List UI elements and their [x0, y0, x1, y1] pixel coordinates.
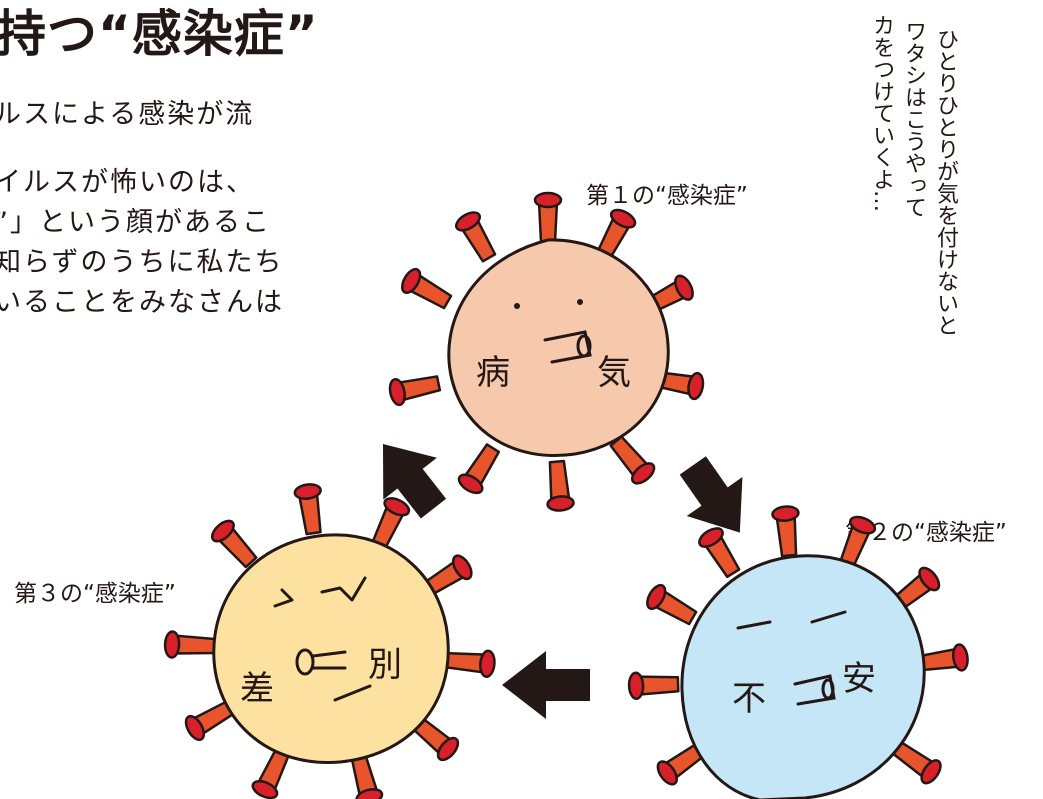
body-text-line-3: ”」という顔があるこ — [0, 207, 271, 238]
discrimination-face-char-left: 差 — [240, 669, 274, 709]
anxiety-face-char-right: 安 — [842, 659, 876, 699]
discrimination-mouth — [295, 648, 372, 702]
body-text-line-5: いることをみなさんは — [0, 287, 284, 318]
body-text-line-2: イルスが怖いのは、 — [0, 167, 255, 198]
discrimination-face-char-right: 別 — [368, 645, 402, 685]
arrow-to-anxiety — [679, 456, 743, 533]
arrow-to-illness — [382, 444, 447, 519]
handwritten-column-1: ひとりひとりが気を付けないと — [933, 28, 958, 336]
illness-virus: 病 気 — [386, 191, 707, 513]
first-infection-label: 第１の“感染症” — [586, 183, 748, 209]
illness-face-char-right: 気 — [597, 353, 631, 393]
body-text-line-4: 知らずのうちに私たち — [0, 247, 284, 278]
illness-eye-right — [577, 299, 583, 305]
anxiety-mouth — [793, 674, 836, 706]
discrimination-eyes — [273, 576, 367, 608]
discrimination-virus-body — [212, 533, 450, 765]
anxiety-virus-body — [680, 554, 926, 799]
illness-mouth — [543, 330, 592, 364]
anxiety-eye-right — [810, 610, 847, 624]
page-title: 持つ“感染症” — [0, 5, 319, 63]
anxiety-eye-left — [736, 620, 772, 630]
illness-virus-body — [447, 238, 670, 457]
anxiety-virus: 不 安 — [627, 504, 971, 799]
anxiety-face-char-left: 不 — [732, 679, 766, 719]
illness-eye-left — [514, 303, 520, 309]
third-infection-label: 第３の“感染症” — [14, 581, 176, 607]
illness-face-char-left: 病 — [476, 353, 510, 393]
handwritten-column-2: ワタシはこうやって — [901, 20, 926, 218]
discrimination-virus: 差 別 — [163, 481, 497, 799]
arrow-to-discrimination — [502, 651, 590, 719]
body-text-line-1: ルスによる感染が流 — [0, 99, 255, 130]
handwritten-column-3: カをつけていくよ… — [869, 14, 894, 212]
